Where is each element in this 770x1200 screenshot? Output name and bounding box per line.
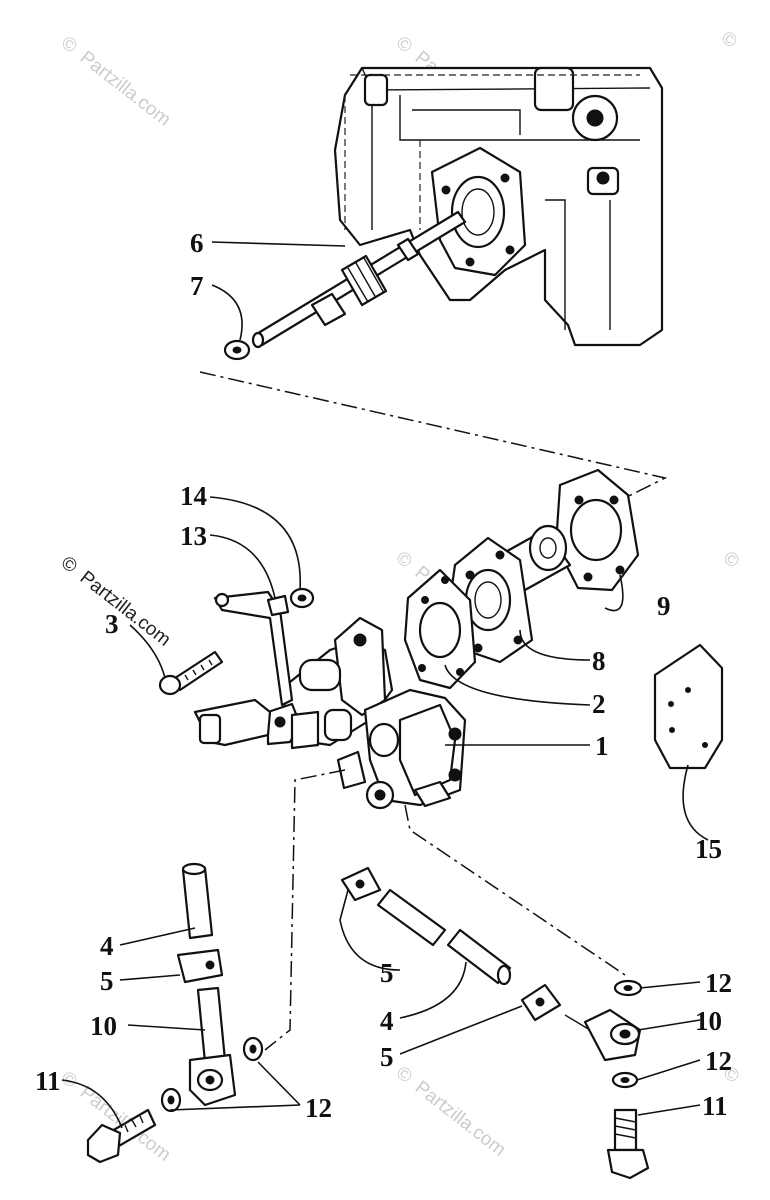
watermark-copyright: © (392, 547, 416, 572)
watermark-copyright: © (57, 1067, 81, 1092)
callout-11-right: 11 (702, 1091, 728, 1121)
callout-9: 9 (657, 591, 671, 621)
callout-12-left: 12 (305, 1093, 332, 1123)
watermark-copyright: © (717, 27, 741, 52)
callout-13: 13 (180, 521, 207, 551)
assembly-phantom-line (199, 371, 668, 541)
watermark-copyright: © (57, 552, 81, 577)
callout-5-right-upper: 5 (380, 958, 394, 988)
callout-10-left: 10 (90, 1011, 117, 1041)
callout-labels: 6 7 14 13 3 9 8 2 1 15 4 5 10 11 12 5 4 … (35, 228, 732, 1123)
callout-8: 8 (592, 646, 606, 676)
callout-4-left: 4 (100, 931, 114, 961)
left-hose-assembly (86, 862, 264, 1164)
part-1-oil-pump (193, 590, 467, 810)
part-13-clip (266, 594, 290, 617)
callout-10-right: 10 (695, 1006, 722, 1036)
part-14-washer (289, 587, 315, 609)
callout-12-right-upper: 12 (705, 968, 732, 998)
callout-14: 14 (180, 481, 207, 511)
callout-4-right: 4 (380, 1006, 394, 1036)
watermark-text: Partzilla.com (76, 567, 175, 651)
callout-15: 15 (695, 834, 722, 864)
part-3-screw (158, 650, 224, 696)
watermark-copyright: © (57, 32, 81, 57)
callout-1: 1 (595, 731, 609, 761)
right-hose-assembly (340, 866, 650, 1180)
callout-12-right-lower: 12 (705, 1046, 732, 1076)
callout-11-left: 11 (35, 1066, 61, 1096)
callout-2: 2 (592, 689, 606, 719)
part-6-drive-shaft (251, 210, 467, 349)
part-15-cover-plate (653, 643, 724, 770)
callout-5-left: 5 (100, 966, 114, 996)
part-2-gasket (403, 568, 477, 690)
part-9-gasket (554, 468, 640, 592)
watermark-copyright: © (392, 32, 416, 57)
oil-line-phantom-right (404, 804, 626, 976)
callout-6: 6 (190, 228, 204, 258)
callout-7: 7 (190, 271, 204, 301)
watermark-text: Partzilla.com (76, 47, 175, 131)
oil-line-phantom-left (264, 769, 346, 1051)
watermark-copyright: © (719, 547, 743, 572)
callout-5-right-lower: 5 (380, 1042, 394, 1072)
callout-3: 3 (105, 609, 119, 639)
leader-lines (61, 241, 709, 1129)
watermark-text: Partzilla.com (411, 1077, 510, 1161)
watermark-copyright: © (392, 1062, 416, 1087)
part-7-washer (223, 339, 251, 361)
engine-case (333, 66, 664, 347)
